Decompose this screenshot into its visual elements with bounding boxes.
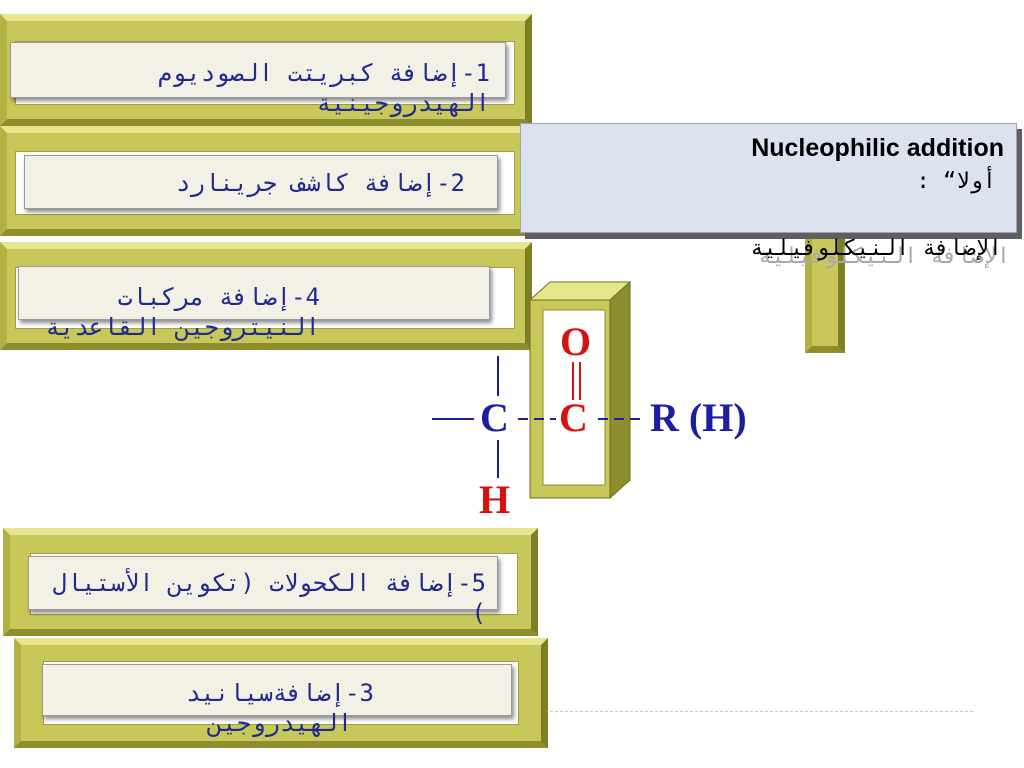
r-h-group: R (H) [650,395,747,440]
box-2-text: 2-إضافة كاشف جرينارد [176,169,465,197]
label-box-1 [10,42,506,98]
alpha-carbon: C [480,395,509,440]
label-box-3 [42,664,512,716]
title-arabic-shadow: الإضافة النيكلوفيلية [758,244,1010,269]
title-arabic-line2: الإضافة النيكلوفيلية [750,236,1002,261]
title-arabic-line1: أولا“ : [916,169,996,194]
carbonyl-carbon: C [559,395,588,440]
title-english: Nucleophilic addition [751,134,1004,162]
label-box-4 [18,266,490,320]
hydrogen-atom: H [479,477,511,522]
box-5-text: 5-إضافة الكحولات (تكوين الأستيال ) [52,569,486,627]
box-3-text: 3-إضافةسيانيد الهيدروجين [186,679,374,737]
oxygen-atom: O [560,319,592,364]
label-box-5 [28,556,498,610]
box-1-text: 1-إضافة كبريتت الصوديوم الهيدروجينية [157,59,490,117]
label-box-2 [24,155,498,209]
box-4-text: 4-إضافة مركبات النيتروجين القاعدية [45,283,320,341]
title-box: Nucleophilic addition أولا“ : [520,123,1017,233]
